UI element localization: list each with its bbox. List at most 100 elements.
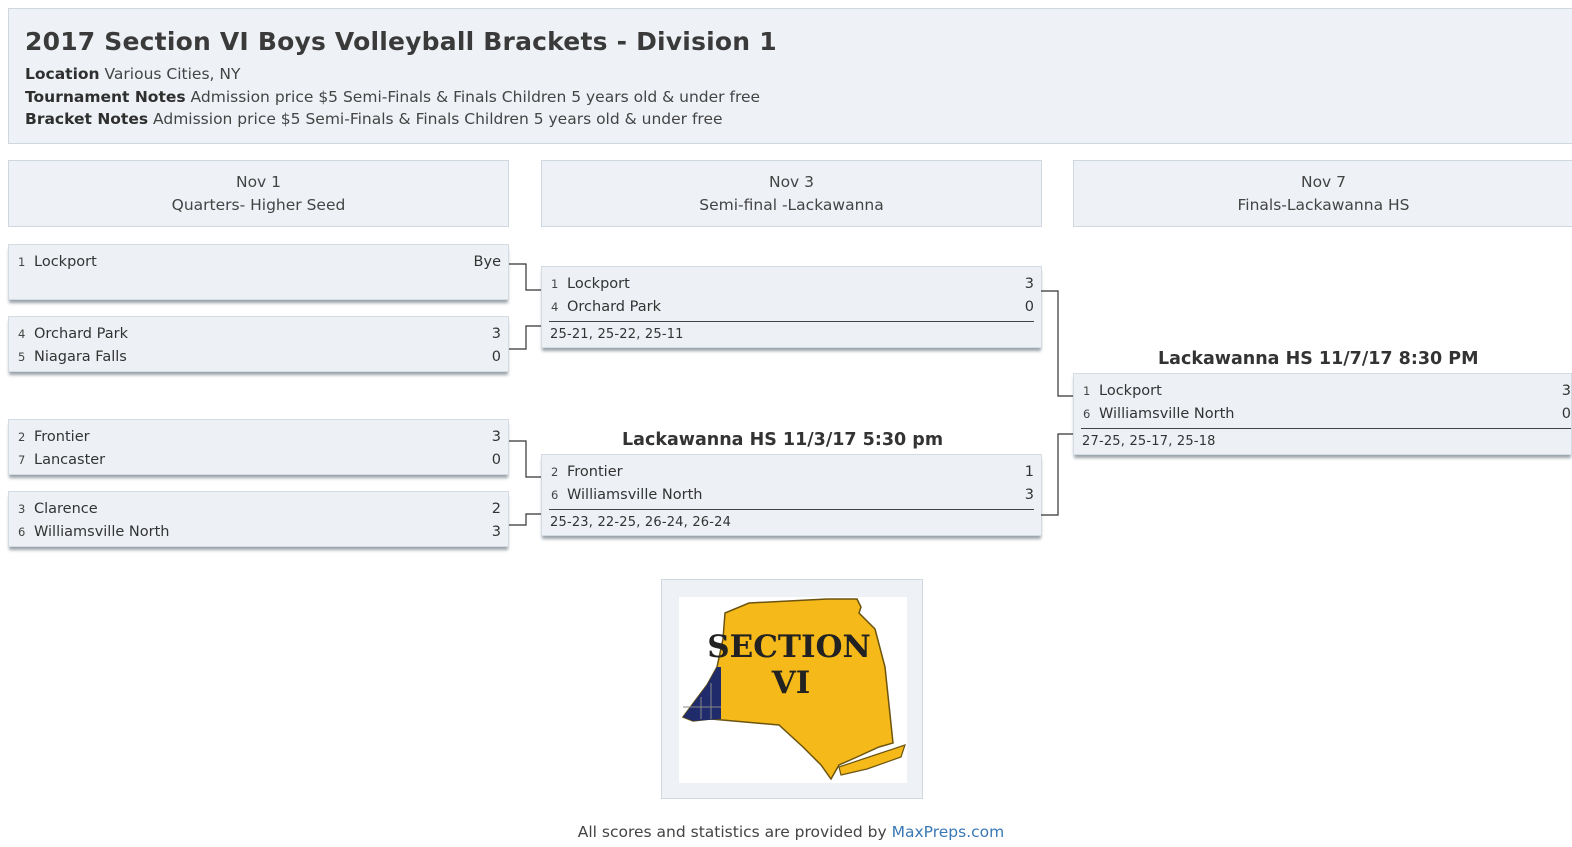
team-name: Orchard Park	[567, 299, 661, 315]
team-name: Clarence	[34, 501, 98, 517]
team-row: 1 Lockport Bye	[18, 252, 501, 272]
team-score: 0	[491, 349, 501, 365]
team-seed: 6	[18, 525, 26, 539]
team-score: 3	[491, 429, 501, 445]
location-line: Location Various Cities, NY	[25, 63, 1572, 86]
connector-line	[509, 263, 541, 291]
logo-text-section: SECTION	[707, 629, 871, 665]
final-game[interactable]: 1 Lockport 3 6 Williamsville North 0 27-25…	[1073, 373, 1572, 455]
team-seed: 2	[18, 430, 26, 444]
round-date: Nov 7	[1300, 173, 1347, 191]
team-name: Lancaster	[34, 452, 106, 468]
team-seed: 2	[551, 465, 559, 479]
set-scores: 27-25, 25-17, 25-18	[1082, 434, 1216, 449]
connector-line	[509, 325, 541, 350]
team-name: Niagara Falls	[34, 349, 127, 365]
bracket-notes-line: Bracket Notes Admission price $5 Semi-Fi…	[25, 108, 1572, 131]
team-score: 3	[491, 326, 501, 342]
round-header-final: Nov 7 Finals-Lackawanna HS	[1073, 160, 1572, 227]
connector-line	[1041, 433, 1073, 516]
bracket-header: 2017 Section VI Boys Volleyball Brackets…	[8, 8, 1572, 144]
connector-line	[1041, 290, 1073, 397]
semi-2-venue: Lackawanna HS 11/3/17 5:30 pm	[622, 430, 944, 450]
team-name: Williamsville North	[34, 524, 170, 540]
team-row: 6 Williamsville North 3	[551, 485, 1034, 505]
tournament-notes-value: Admission price $5 Semi-Finals & Finals …	[190, 87, 761, 106]
bracket-notes-value: Admission price $5 Semi-Finals & Finals …	[153, 110, 723, 128]
maxpreps-link[interactable]: MaxPreps.com	[891, 823, 1005, 841]
team-score: Bye	[473, 254, 501, 270]
team-row: 6 Williamsville North 0	[1083, 404, 1571, 424]
team-seed: 6	[1083, 407, 1091, 421]
team-score: 3	[1024, 276, 1034, 292]
set-scores: 25-23, 22-25, 26-24, 26-24	[550, 515, 732, 530]
team-score: 2	[491, 501, 501, 517]
connector-line	[509, 440, 541, 478]
team-seed: 4	[551, 300, 559, 314]
team-name: Williamsville North	[567, 487, 703, 503]
footer-text: All scores and statistics are provided b…	[577, 823, 887, 841]
team-score: 0	[491, 452, 501, 468]
quarter-game-3[interactable]: 2 Frontier 3 7 Lancaster 0	[8, 419, 509, 475]
team-row: 7 Lancaster 0	[18, 450, 501, 470]
team-name: Lockport	[34, 254, 97, 270]
team-seed: 7	[18, 453, 26, 467]
team-score: 0	[1024, 299, 1034, 315]
tournament-notes-label: Tournament Notes	[25, 87, 186, 106]
team-seed: 6	[551, 488, 559, 502]
team-row: 2 Frontier 3	[18, 427, 501, 447]
team-name: Lockport	[1099, 383, 1162, 399]
team-row: 6 Williamsville North 3	[18, 522, 501, 542]
team-name: Orchard Park	[34, 326, 128, 342]
page-title: 2017 Section VI Boys Volleyball Brackets…	[25, 27, 777, 56]
team-seed: 3	[18, 502, 26, 516]
team-row: 1 Lockport 3	[1083, 381, 1571, 401]
team-row: 3 Clarence 2	[18, 499, 501, 519]
tournament-notes-line: Tournament Notes Admission price $5 Semi…	[25, 86, 1572, 109]
team-seed: 1	[551, 277, 559, 291]
team-score: 3	[491, 524, 501, 540]
final-venue: Lackawanna HS 11/7/17 8:30 PM	[1158, 349, 1479, 369]
divider	[1081, 428, 1571, 429]
quarter-game-2[interactable]: 4 Orchard Park 3 5 Niagara Falls 0	[8, 316, 509, 372]
team-seed: 4	[18, 327, 26, 341]
team-name: Frontier	[34, 429, 90, 445]
location-value: Various Cities, NY	[104, 65, 241, 83]
round-name: Semi-final -Lackawanna	[699, 195, 884, 214]
location-label: Location	[25, 65, 100, 83]
logo-image: SECTION VI	[679, 597, 907, 783]
round-header-quarters: Nov 1 Quarters- Higher Seed	[8, 160, 509, 227]
team-score: 3	[1561, 383, 1571, 399]
team-row: 4 Orchard Park 0	[551, 297, 1034, 317]
divider	[549, 321, 1034, 322]
section-vi-logo: SECTION VI	[661, 579, 923, 799]
team-name: Frontier	[567, 464, 623, 480]
bracket-notes-label: Bracket Notes	[25, 110, 149, 128]
semi-game-1[interactable]: 1 Lockport 3 4 Orchard Park 0 25-21, 25-22…	[541, 266, 1042, 348]
round-date: Nov 1	[235, 173, 282, 191]
team-name: Williamsville North	[1099, 406, 1235, 422]
round-name: Finals-Lackawanna HS	[1237, 195, 1410, 214]
quarter-game-4[interactable]: 3 Clarence 2 6 Williamsville North 3	[8, 491, 509, 547]
round-date: Nov 3	[768, 173, 815, 191]
team-row: 1 Lockport 3	[551, 274, 1034, 294]
connector-line	[509, 513, 541, 526]
footer-attribution: All scores and statistics are provided b…	[0, 823, 1572, 841]
team-score: 0	[1561, 406, 1571, 422]
quarter-game-1[interactable]: 1 Lockport Bye	[8, 244, 509, 300]
team-row: 5 Niagara Falls 0	[18, 347, 501, 367]
round-header-semis: Nov 3 Semi-final -Lackawanna	[541, 160, 1042, 227]
team-seed: 5	[18, 350, 26, 364]
team-seed: 1	[1083, 384, 1091, 398]
team-name: Lockport	[567, 276, 630, 292]
team-row: 4 Orchard Park 3	[18, 324, 501, 344]
team-seed: 1	[18, 255, 26, 269]
team-score: 1	[1024, 464, 1034, 480]
team-score: 3	[1024, 487, 1034, 503]
round-name: Quarters- Higher Seed	[171, 195, 346, 214]
logo-text-vi: VI	[771, 665, 811, 701]
semi-game-2[interactable]: 2 Frontier 1 6 Williamsville North 3 25-23…	[541, 454, 1042, 536]
divider	[549, 509, 1034, 510]
set-scores: 25-21, 25-22, 25-11	[550, 327, 684, 342]
